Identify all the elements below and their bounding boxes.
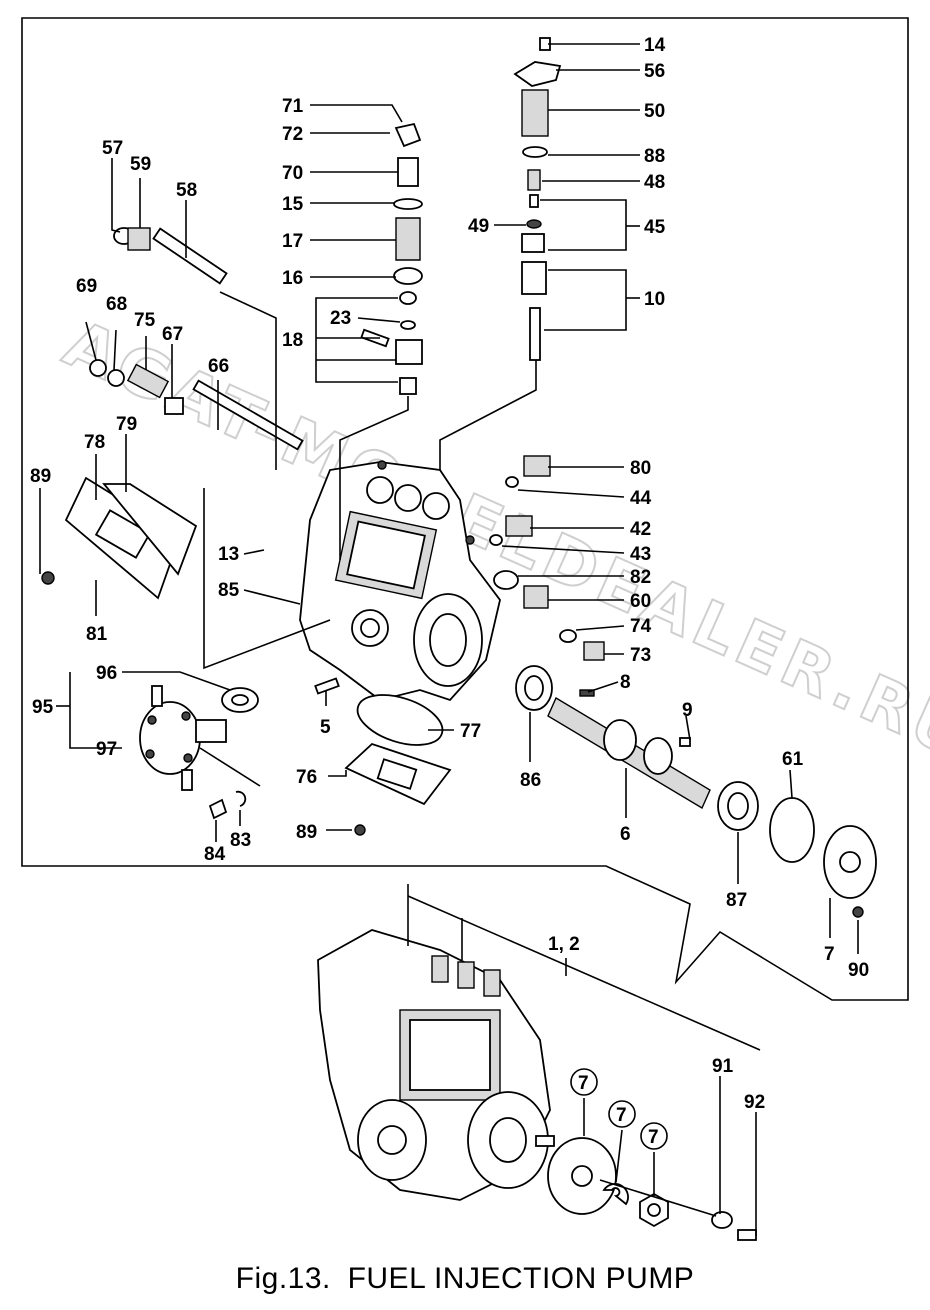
callout-labels: 14 56 50 88 48 49 45 10 71 72 70 15 17 1… [30,35,869,1113]
callout-89-bottom: 89 [296,822,317,843]
callout-56: 56 [644,61,665,82]
leader-lines [39,43,859,1236]
callout-14: 14 [644,35,666,56]
callout-66: 66 [208,356,229,377]
callout-6: 6 [620,824,631,845]
callout-17: 17 [282,231,303,252]
callout-92: 92 [744,1092,765,1113]
callout-7-circled-1: 7 [578,1073,589,1094]
callout-8: 8 [620,672,631,693]
callout-77: 77 [460,721,481,742]
callout-13: 13 [218,544,239,565]
callout-67: 67 [162,324,183,345]
callout-7-circled-3: 7 [648,1127,659,1148]
plunger-spring-stack [360,122,423,395]
callout-83: 83 [230,830,251,851]
callout-7-exploded: 7 [824,944,835,965]
callout-82: 82 [630,567,651,588]
delivery-valve-stack [513,37,562,361]
callout-9: 9 [682,700,693,721]
figure-title: FUEL INJECTION PUMP [347,1262,695,1295]
callout-73: 73 [630,645,651,666]
callout-75: 75 [134,310,156,331]
figure-number: Fig.13. [235,1262,331,1295]
callout-78: 78 [84,432,105,453]
callout-10: 10 [644,289,665,310]
callout-74: 74 [630,616,652,637]
callout-71: 71 [282,96,304,117]
camshaft-assembly [515,665,877,918]
callout-15: 15 [282,194,304,215]
callout-44: 44 [630,488,652,509]
callout-84: 84 [204,844,226,865]
callout-96: 96 [96,663,117,684]
callout-50: 50 [644,101,665,122]
side-cover [41,476,198,600]
callout-79: 79 [116,414,137,435]
callout-95: 95 [32,697,54,718]
bottom-gaskets [344,694,452,836]
callout-43: 43 [630,544,651,565]
figure-caption: Fig.13. FUEL INJECTION PUMP [0,1262,930,1296]
callout-18: 18 [282,330,303,351]
callout-59: 59 [130,154,151,175]
callout-72: 72 [282,124,303,145]
callout-97: 97 [96,739,117,760]
callout-5: 5 [320,717,331,738]
feed-pump [139,677,340,820]
callout-48: 48 [644,172,665,193]
callout-42: 42 [630,519,651,540]
callout-88: 88 [644,146,665,167]
callout-16: 16 [282,268,303,289]
callout-57: 57 [102,138,123,159]
callout-7-circled-2: 7 [616,1105,627,1126]
assembled-pump [317,929,757,1241]
callout-86: 86 [520,770,541,791]
callout-81: 81 [86,624,108,645]
circled-callouts: 7 7 7 [570,1068,668,1150]
callout-23: 23 [330,308,351,329]
callout-1-2: 1, 2 [548,934,580,955]
callout-80: 80 [630,458,651,479]
callout-60: 60 [630,591,651,612]
right-fittings [489,455,605,661]
callout-45: 45 [644,217,666,238]
callout-70: 70 [282,163,303,184]
callout-68: 68 [106,294,127,315]
callout-58: 58 [176,180,197,201]
callout-49: 49 [468,216,489,237]
callout-61: 61 [782,749,804,770]
callout-89-left: 89 [30,466,51,487]
callout-90: 90 [848,960,869,981]
exploded-view-frame [21,17,909,1001]
pump-housing [299,460,501,702]
callout-91: 91 [712,1056,734,1077]
callout-69: 69 [76,276,97,297]
callout-76: 76 [296,767,317,788]
callout-87: 87 [726,890,747,911]
callout-85: 85 [218,580,240,601]
